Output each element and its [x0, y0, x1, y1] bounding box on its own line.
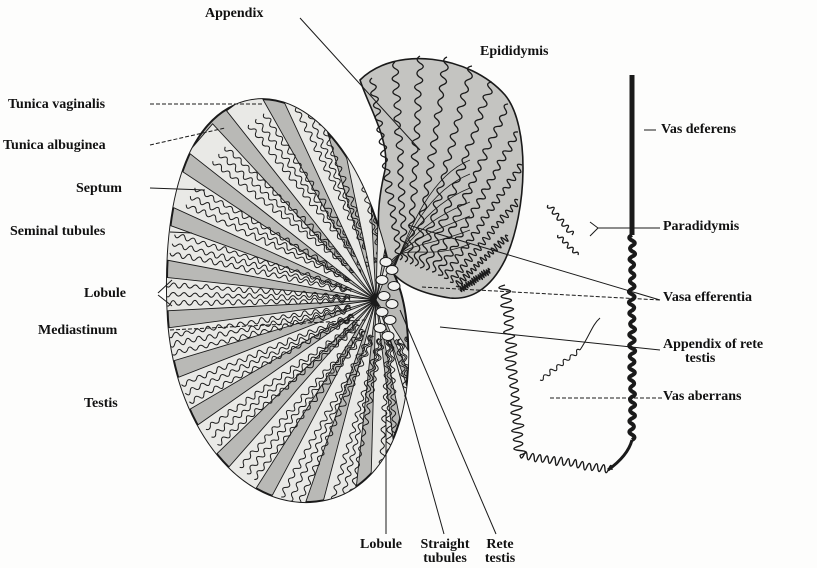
label-straight-line1: Straight — [414, 537, 476, 552]
label-septum: Septum — [76, 181, 122, 196]
leader-paradidymis — [590, 222, 660, 236]
leader-straight-tubules — [390, 340, 444, 534]
label-vas-deferens: Vas deferens — [661, 122, 736, 137]
rete-cell — [388, 282, 400, 291]
leader-rete-testis — [400, 310, 496, 534]
rete-cell — [376, 276, 388, 285]
bottom-coil — [520, 452, 612, 473]
label-tunica-albuginea: Tunica albuginea — [3, 138, 106, 153]
label-testis: Testis — [84, 396, 118, 411]
leader-appendix-rete — [440, 327, 660, 350]
label-rete-line2: testis — [478, 551, 522, 566]
paradidymis-coil-a — [547, 205, 573, 235]
seminal-tubule — [405, 337, 480, 507]
aberrans-branch — [540, 349, 580, 380]
label-straight-line2: tubules — [414, 551, 476, 566]
rete-cell — [384, 316, 396, 325]
rete-cell — [378, 292, 390, 301]
label-paradidymis: Paradidymis — [663, 219, 739, 234]
rete-cell — [374, 324, 386, 333]
label-appendix-of-rete-line1: Appendix of rete — [663, 337, 763, 352]
label-lobule-left: Lobule — [84, 286, 126, 301]
label-vas-aberrans: Vas aberrans — [663, 389, 741, 404]
rete-cell — [386, 300, 398, 309]
label-appendix-of-rete-line2: testis — [685, 351, 715, 366]
rete-cell — [386, 266, 398, 275]
paradidymis-coil-b — [558, 235, 579, 255]
label-appendix: Appendix — [205, 6, 263, 21]
rete-cell — [376, 308, 388, 317]
descending-coil — [499, 285, 526, 455]
vas-aberrans-duct — [499, 285, 612, 473]
vas-deferens-coiled — [629, 235, 635, 440]
label-tunica-vaginalis: Tunica vaginalis — [8, 97, 105, 112]
paradidymis-shape — [547, 205, 578, 255]
vas-deferens-join — [608, 440, 632, 470]
label-epididymis: Epididymis — [480, 44, 548, 59]
label-seminal-tubules: Seminal tubules — [10, 224, 105, 239]
vas-deferens-duct — [608, 75, 635, 470]
label-lobule-bottom: Lobule — [360, 537, 402, 552]
label-mediastinum: Mediastinum — [38, 323, 117, 338]
rete-cell — [380, 258, 392, 267]
label-rete-line1: Rete — [478, 537, 522, 552]
label-vasa-efferentia: Vasa efferentia — [663, 290, 752, 305]
appendix-rete-stalk — [580, 318, 600, 350]
rete-cell — [382, 332, 394, 341]
